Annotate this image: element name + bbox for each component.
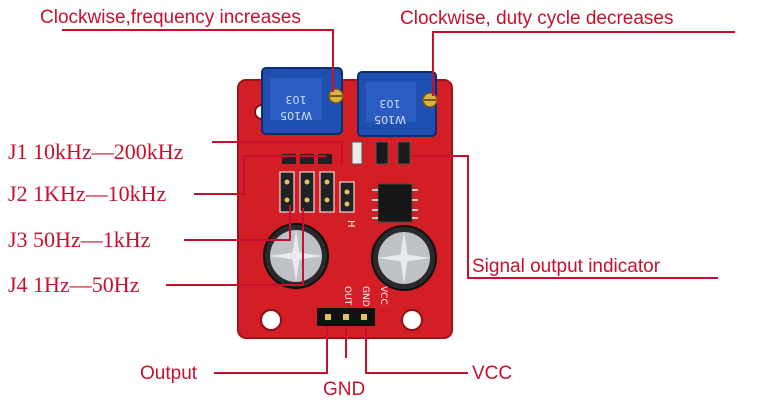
label-duty-cycle-pot: Clockwise, duty cycle decreases: [400, 8, 674, 29]
mounting-hole: [401, 309, 423, 331]
svg-text:W105: W105: [280, 109, 312, 122]
label-j4-range: J4 1Hz—50Hz: [8, 272, 140, 297]
leader-lines: [62, 29, 735, 374]
ic-chip: [372, 183, 418, 223]
output-header: [317, 308, 375, 326]
potentiometer-frequency: 103 W105: [261, 67, 344, 135]
label-vcc-pin: VCC: [472, 363, 513, 384]
capacitor-right: [371, 225, 437, 291]
jumper-headers: [279, 171, 355, 213]
smd-components: [282, 141, 411, 165]
label-j2-range: J2 1KHz—10kHz: [8, 181, 167, 206]
label-signal-output-indicator: Signal output indicator: [472, 256, 661, 277]
label-gnd-pin: GND: [323, 379, 366, 400]
pin-label-out: OUT: [342, 286, 352, 306]
capacitor-left: [263, 223, 329, 289]
label-j1-range: J1 10kHz—200kHz: [8, 139, 184, 164]
label-frequency-pot: Clockwise,frequency increases: [40, 7, 301, 28]
silkscreen-h-mark: H: [345, 220, 356, 228]
svg-text:103: 103: [286, 93, 307, 106]
svg-text:103: 103: [380, 97, 401, 110]
svg-text:W105: W105: [374, 113, 406, 126]
mounting-hole: [260, 309, 282, 331]
pin-label-gnd: GND: [360, 286, 370, 307]
label-j3-range: J3 50Hz—1kHz: [8, 227, 151, 252]
label-output-pin: Output: [140, 363, 198, 384]
potentiometer-duty-cycle: 103 W105: [357, 71, 438, 137]
pin-label-vcc: VCC: [378, 286, 388, 305]
